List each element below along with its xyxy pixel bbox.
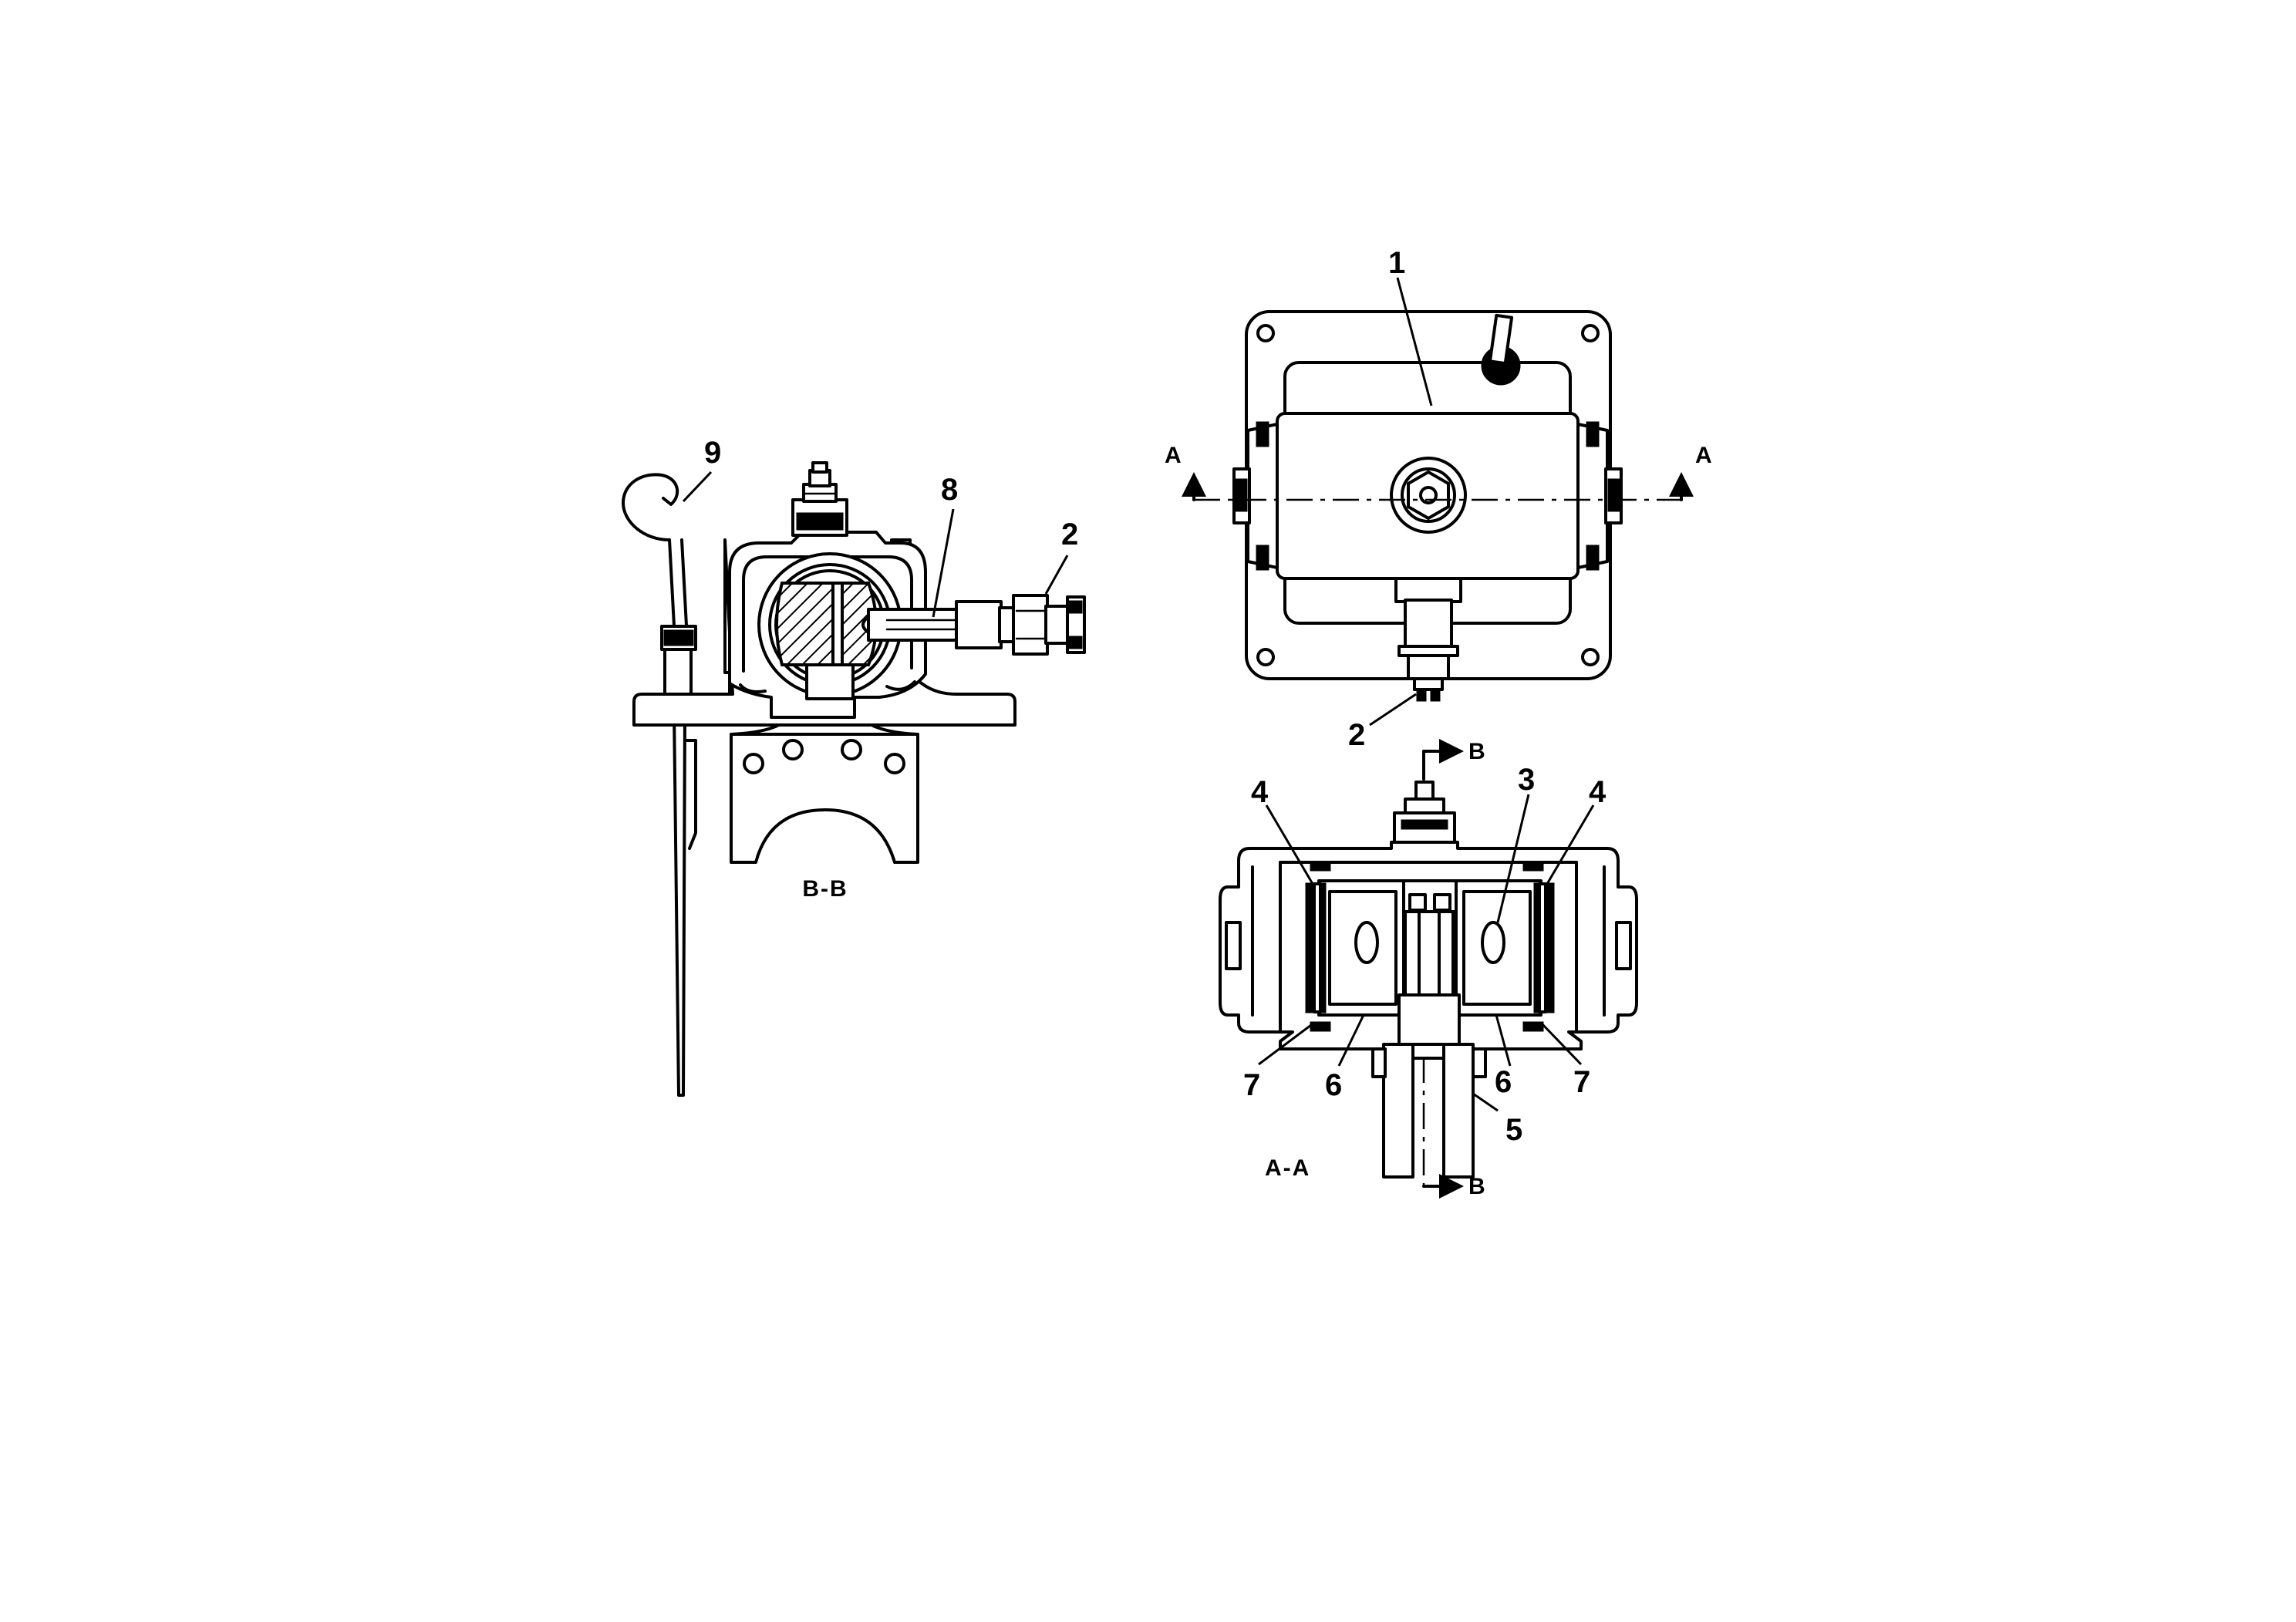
plate-hole <box>1581 324 1600 342</box>
bb-mounting-bracket <box>730 723 919 864</box>
plate-hole <box>1256 648 1275 666</box>
dipstick <box>622 473 697 1097</box>
section-bb-view: 9 8 2 B-B <box>622 436 1086 1097</box>
bb-grease-nipple <box>791 461 848 537</box>
plan-valve <box>1394 577 1462 702</box>
caption-section-bb: B-B <box>802 876 848 902</box>
callout-6-right: 6 <box>1495 1065 1512 1099</box>
callout-9: 9 <box>704 436 721 470</box>
callout-2-plan: 2 <box>1348 718 1365 752</box>
callout-3: 3 <box>1518 763 1535 797</box>
caption-section-aa: A-A <box>1265 1155 1310 1181</box>
callout-4-left: 4 <box>1251 775 1269 809</box>
bb-rotor <box>757 552 902 700</box>
plan-view: A A 1 2 <box>1165 246 1714 752</box>
plate-hole <box>1581 648 1600 666</box>
bb-plunger-valve <box>861 594 1086 656</box>
callout-7-right: 7 <box>1573 1065 1590 1099</box>
callout-8: 8 <box>941 473 958 507</box>
seal-stack-left <box>1305 882 1327 1013</box>
breather-cap <box>1481 313 1521 386</box>
section-mark-a-left: A <box>1165 443 1183 468</box>
section-mark-b-bottom: B <box>1468 1174 1487 1199</box>
callout-5: 5 <box>1505 1113 1522 1147</box>
lever-arm <box>1371 993 1487 1179</box>
callout-6-left: 6 <box>1325 1068 1342 1102</box>
callout-7-left: 7 <box>1243 1068 1260 1102</box>
oval-port-left <box>1354 921 1379 964</box>
callout-4-right: 4 <box>1589 775 1607 809</box>
section-mark-b-top: B <box>1468 739 1487 764</box>
seal-stack-right <box>1533 882 1555 1013</box>
section-aa-view: B B <box>1219 739 1638 1199</box>
callout-2-side: 2 <box>1061 518 1078 551</box>
oval-port-right <box>1481 921 1505 964</box>
section-mark-a-right: A <box>1695 443 1714 468</box>
callout-1: 1 <box>1388 246 1405 280</box>
plate-hole <box>1256 324 1275 342</box>
